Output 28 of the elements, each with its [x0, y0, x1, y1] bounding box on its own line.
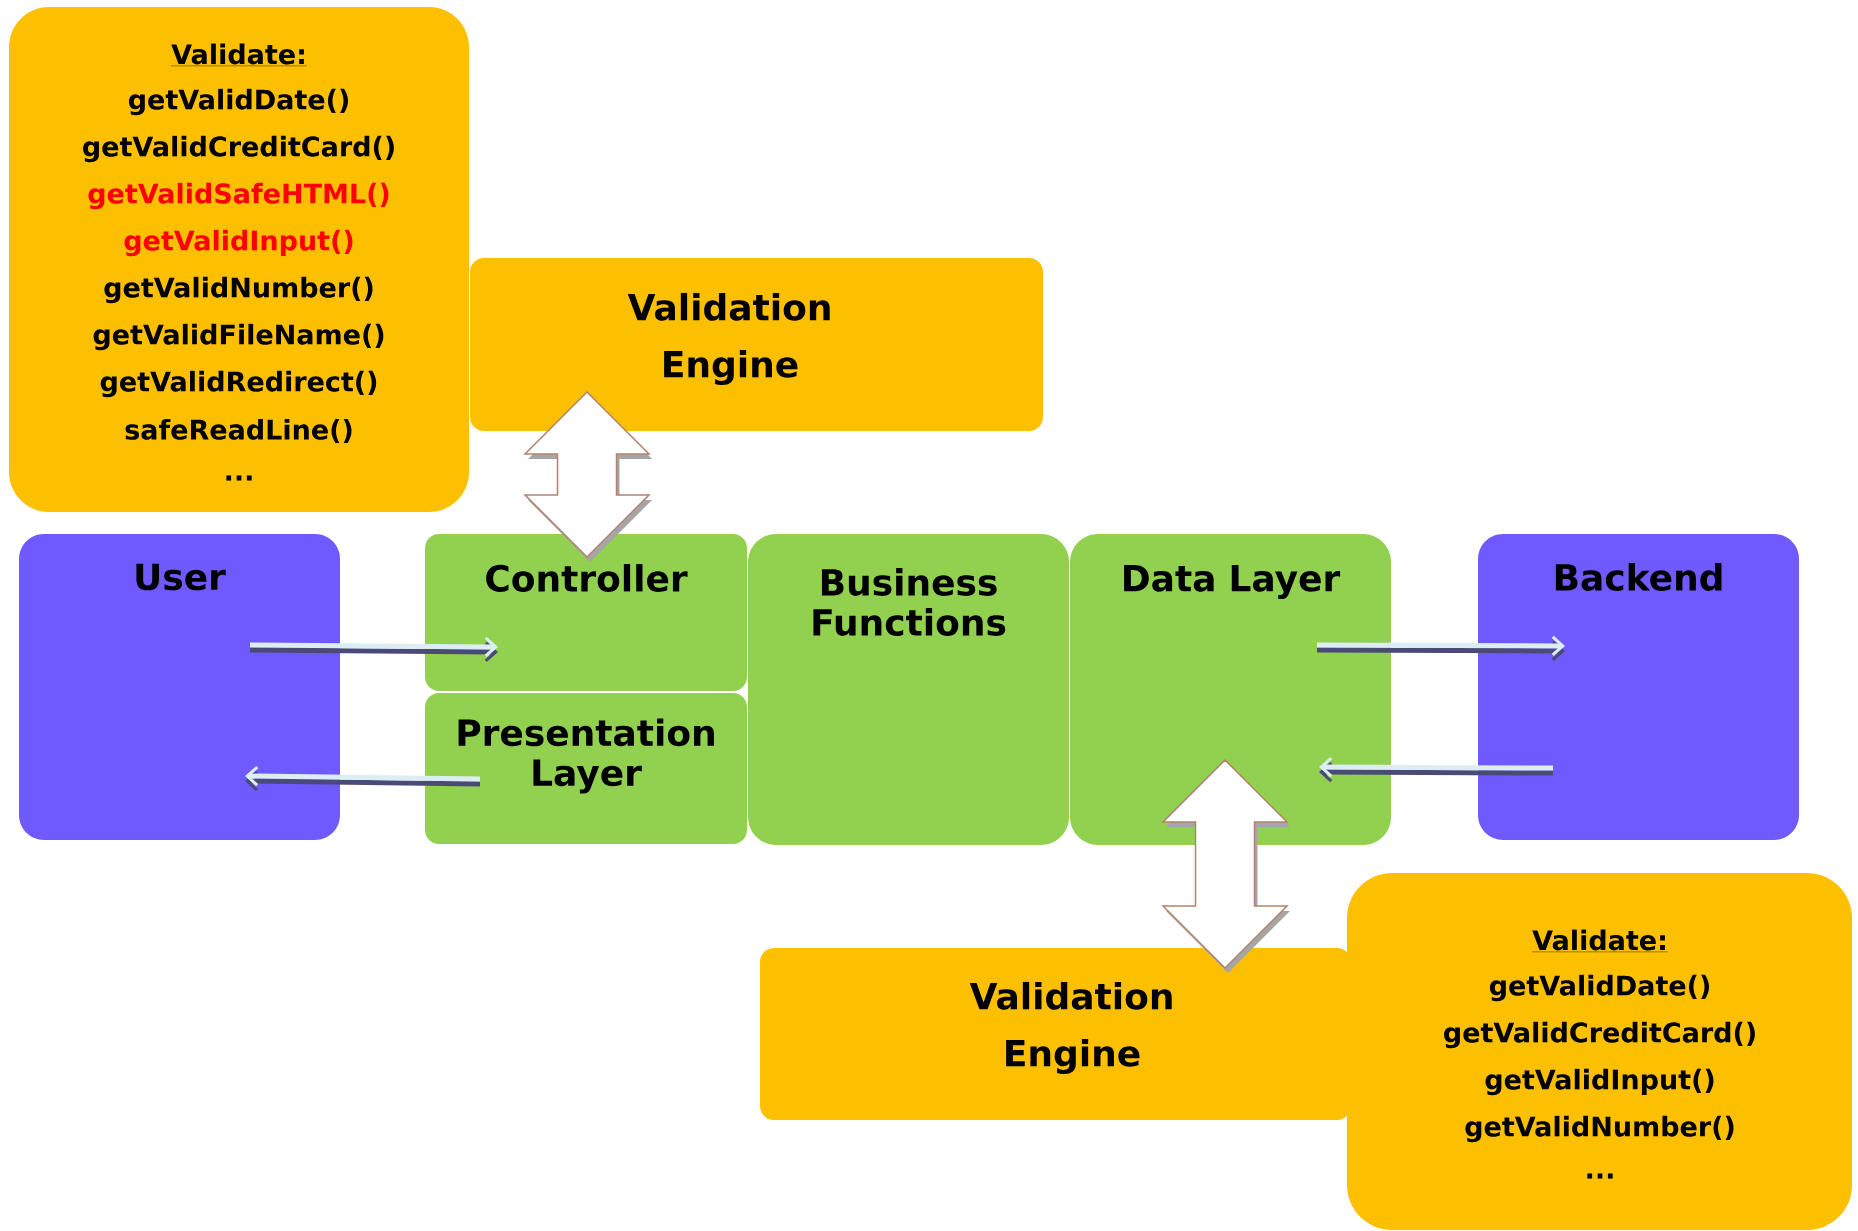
list-heading: Validate: [1531, 929, 1669, 953]
function-name: getValidRedirect() [100, 370, 377, 398]
function-name: getValidDate() [1489, 974, 1709, 1002]
arrow [250, 636, 498, 663]
function-name: getValidNumber() [1465, 1115, 1734, 1143]
layer-title: Presentation Layer [458, 718, 714, 794]
function-name: getValidCreditCard() [83, 135, 394, 163]
function-name: getValidInput() [124, 229, 353, 257]
layer-title: Business Functions [813, 568, 1006, 636]
function-name: getValidFileName() [93, 323, 384, 351]
function-name: getValidCreditCard() [1444, 1021, 1755, 1049]
engine-title: Validation Engine [969, 981, 1172, 1075]
function-name: getValidNumber() [104, 276, 373, 304]
layer-title: Data Layer [1124, 565, 1341, 599]
engine-title: Validation Engine [627, 292, 830, 386]
function-name: getValidSafeHTML() [88, 182, 389, 210]
layer-title: Controller [486, 564, 688, 592]
function-name: ... [1587, 1173, 1613, 1179]
arrow [245, 766, 481, 792]
function-name: getValidDate() [128, 88, 348, 116]
list-heading: Validate: [170, 43, 308, 67]
arrow [1317, 635, 1565, 662]
layer-title: User [136, 563, 226, 591]
function-name: ... [226, 475, 252, 481]
arrow [1319, 756, 1553, 783]
layer-title: Backend [1555, 563, 1722, 591]
function-name: safeReadLine() [125, 418, 352, 444]
function-name: getValidInput() [1485, 1068, 1714, 1096]
